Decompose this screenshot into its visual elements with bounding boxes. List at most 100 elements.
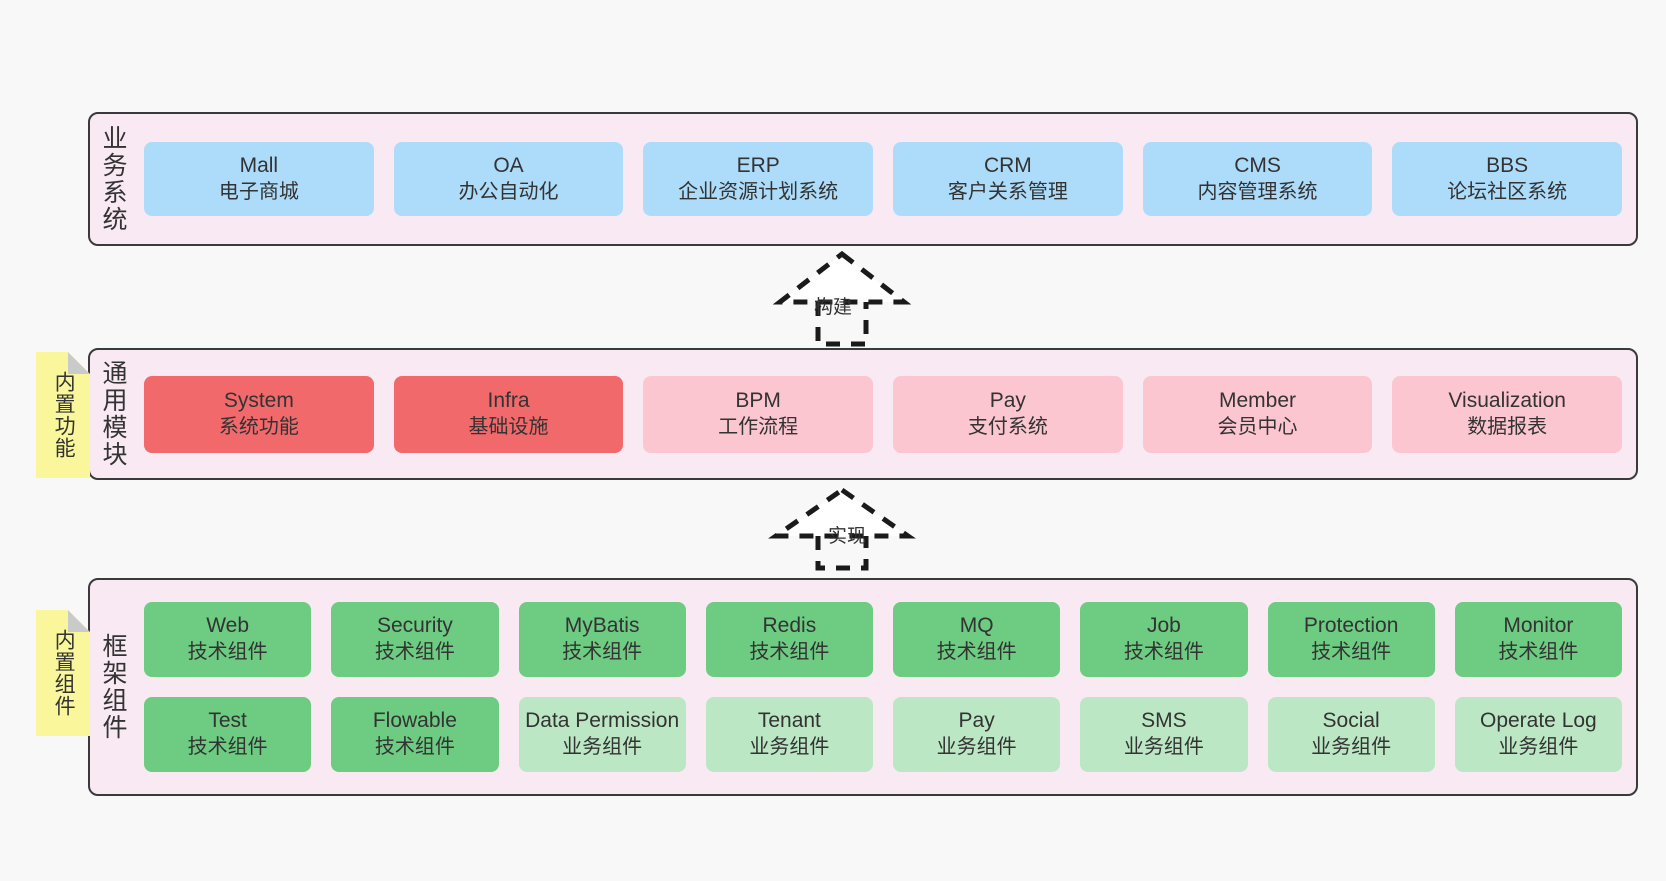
card-protection[interactable]: Protection 技术组件 [1267, 602, 1435, 677]
card-title: CMS [1234, 153, 1281, 177]
card-sms[interactable]: SMS 业务组件 [1080, 697, 1248, 772]
layer-framework-title: 框架组件 [99, 633, 127, 741]
card-subtitle: 技术组件 [562, 641, 643, 664]
card-subtitle: 电子商城 [218, 180, 299, 203]
card-title: Mall [239, 153, 279, 177]
card-bpm[interactable]: BPM 工作流程 [643, 375, 874, 453]
card-subtitle: 系统功能 [218, 415, 299, 438]
card-title: Flowable [372, 709, 457, 733]
card-cms[interactable]: CMS 内容管理系统 [1142, 142, 1373, 216]
card-subtitle: 业务组件 [1498, 736, 1579, 759]
card-title: Monitor [1503, 614, 1574, 638]
card-title: Member [1219, 388, 1297, 412]
card-subtitle: 办公自动化 [458, 180, 559, 203]
card-title: Test [208, 709, 247, 733]
card-subtitle: 论坛社区系统 [1447, 180, 1568, 203]
card-title: Social [1322, 709, 1380, 733]
card-pay-component[interactable]: Pay 业务组件 [893, 697, 1061, 772]
card-subtitle: 技术组件 [936, 641, 1017, 664]
business-card-row: Mall 电子商城 OA 办公自动化 ERP 企业资源计划系统 CRM 客户关系… [144, 142, 1623, 216]
card-security[interactable]: Security 技术组件 [331, 602, 499, 677]
card-subtitle: 企业资源计划系统 [678, 180, 839, 203]
uml-arrow-build-icon [772, 250, 912, 347]
card-subtitle: 内容管理系统 [1197, 180, 1318, 203]
card-subtitle: 业务组件 [936, 736, 1017, 759]
layer-business-body: Mall 电子商城 OA 办公自动化 ERP 企业资源计划系统 CRM 客户关系… [136, 114, 1636, 244]
card-mybatis[interactable]: MyBatis 技术组件 [518, 602, 686, 677]
card-subtitle: 技术组件 [374, 641, 455, 664]
card-subtitle: 基础设施 [468, 415, 549, 438]
layer-business-systems: 业务系统 Mall 电子商城 OA 办公自动化 ERP 企业资源计划系统 CRM… [88, 112, 1638, 246]
card-title: MyBatis [564, 614, 640, 638]
card-visualization[interactable]: Visualization 数据报表 [1392, 375, 1623, 453]
card-mall[interactable]: Mall 电子商城 [144, 142, 374, 216]
card-title: Pay [989, 388, 1026, 412]
card-subtitle: 客户关系管理 [947, 180, 1068, 203]
layer-common-title: 通用模块 [99, 360, 127, 468]
card-infra[interactable]: Infra 基础设施 [393, 375, 624, 453]
card-mq[interactable]: MQ 技术组件 [893, 602, 1061, 677]
card-subtitle: 技术组件 [374, 736, 455, 759]
card-title: Operate Log [1479, 709, 1597, 733]
card-title: Pay [958, 709, 995, 733]
sticky-note-builtin-functions: 内置功能 [36, 352, 90, 478]
layer-common-modules: 通用模块 System 系统功能 Infra 基础设施 BPM 工作流程 Pay… [88, 348, 1638, 480]
card-monitor[interactable]: Monitor 技术组件 [1454, 602, 1622, 677]
layer-framework-components: 框架组件 Web 技术组件 Security 技术组件 MyBatis 技术组件… [88, 578, 1638, 796]
layer-business-title: 业务系统 [99, 125, 127, 233]
uml-arrow-build-label: 构建 [814, 297, 853, 318]
card-subtitle: 数据报表 [1467, 415, 1548, 438]
folded-corner-icon [68, 352, 90, 374]
card-flowable[interactable]: Flowable 技术组件 [331, 697, 499, 772]
card-subtitle: 技术组件 [1123, 641, 1204, 664]
card-title: OA [493, 153, 524, 177]
card-subtitle: 业务组件 [1311, 736, 1392, 759]
card-redis[interactable]: Redis 技术组件 [705, 602, 873, 677]
card-title: Web [206, 614, 250, 638]
card-subtitle: 技术组件 [187, 736, 268, 759]
card-bbs[interactable]: BBS 论坛社区系统 [1392, 142, 1623, 216]
card-pay[interactable]: Pay 支付系统 [893, 375, 1123, 453]
card-title: MQ [959, 614, 994, 638]
card-subtitle: 工作流程 [718, 415, 799, 438]
card-title: SMS [1141, 709, 1187, 733]
card-system[interactable]: System 系统功能 [144, 375, 374, 453]
card-title: Infra [487, 388, 530, 412]
card-title: System [223, 388, 294, 412]
card-member[interactable]: Member 会员中心 [1142, 375, 1373, 453]
folded-corner-icon [68, 610, 90, 632]
card-subtitle: 技术组件 [749, 641, 830, 664]
card-tenant[interactable]: Tenant 业务组件 [705, 697, 873, 772]
card-title: Protection [1303, 614, 1399, 638]
common-card-row: System 系统功能 Infra 基础设施 BPM 工作流程 Pay 支付系统… [144, 375, 1623, 453]
card-oa[interactable]: OA 办公自动化 [393, 142, 624, 216]
sticky-note-label: 内置功能 [52, 371, 76, 459]
framework-tech-row: Web 技术组件 Security 技术组件 MyBatis 技术组件 Redi… [144, 602, 1622, 677]
uml-generalization-arrow-implement: 实现 [766, 486, 946, 571]
card-title: Visualization [1448, 388, 1566, 412]
card-erp[interactable]: ERP 企业资源计划系统 [643, 142, 874, 216]
card-subtitle: 技术组件 [1498, 641, 1579, 664]
card-operate-log[interactable]: Operate Log 业务组件 [1454, 697, 1622, 772]
uml-arrow-implement-label: 实现 [828, 526, 867, 547]
card-title: Tenant [757, 709, 821, 733]
card-social[interactable]: Social 业务组件 [1267, 697, 1435, 772]
card-test[interactable]: Test 技术组件 [144, 697, 312, 772]
card-subtitle: 技术组件 [1311, 641, 1392, 664]
card-title: Security [376, 614, 453, 638]
card-job[interactable]: Job 技术组件 [1080, 602, 1248, 677]
card-title: Data Permission [525, 709, 680, 733]
sticky-note-builtin-components: 内置组件 [36, 610, 90, 736]
card-subtitle: 业务组件 [1123, 736, 1204, 759]
card-data-permission[interactable]: Data Permission 业务组件 [518, 697, 686, 772]
card-subtitle: 技术组件 [187, 641, 268, 664]
card-title: ERP [736, 153, 780, 177]
card-title: BBS [1486, 153, 1529, 177]
card-crm[interactable]: CRM 客户关系管理 [893, 142, 1123, 216]
card-web[interactable]: Web 技术组件 [144, 602, 312, 677]
card-subtitle: 业务组件 [562, 736, 643, 759]
layer-common-body: System 系统功能 Infra 基础设施 BPM 工作流程 Pay 支付系统… [136, 350, 1636, 478]
card-title: CRM [983, 153, 1032, 177]
card-subtitle: 业务组件 [749, 736, 830, 759]
